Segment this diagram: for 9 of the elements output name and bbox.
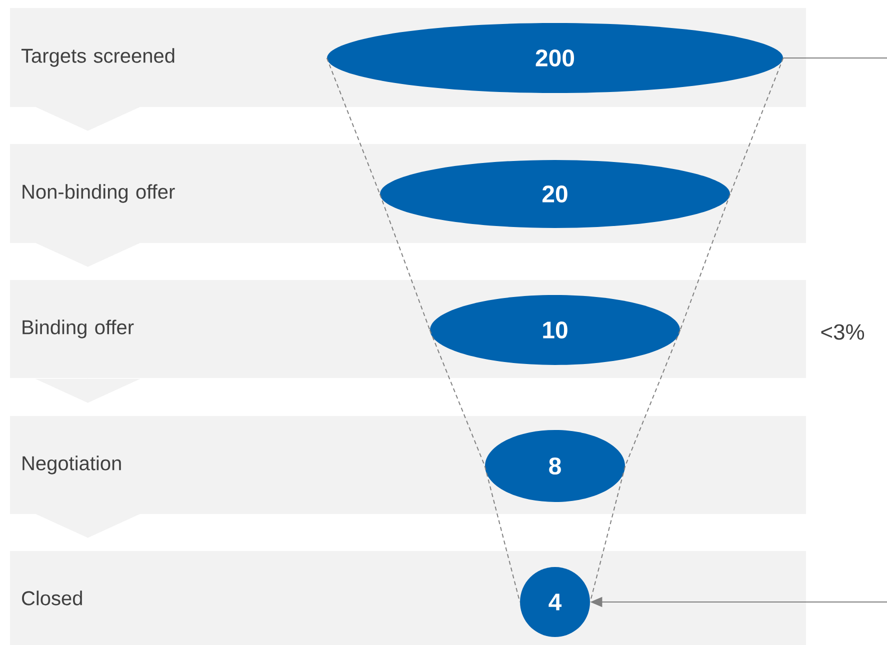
- funnel-line: [379, 194, 430, 330]
- funnel-line: [326, 58, 380, 194]
- percentage-label: <3%: [821, 324, 864, 340]
- funnel-line: [730, 58, 784, 194]
- funnel-line: [429, 330, 486, 466]
- funnel-line: [624, 330, 681, 466]
- funnel-line: [484, 466, 520, 602]
- funnel-line: [680, 194, 731, 330]
- funnel-line: [590, 466, 626, 602]
